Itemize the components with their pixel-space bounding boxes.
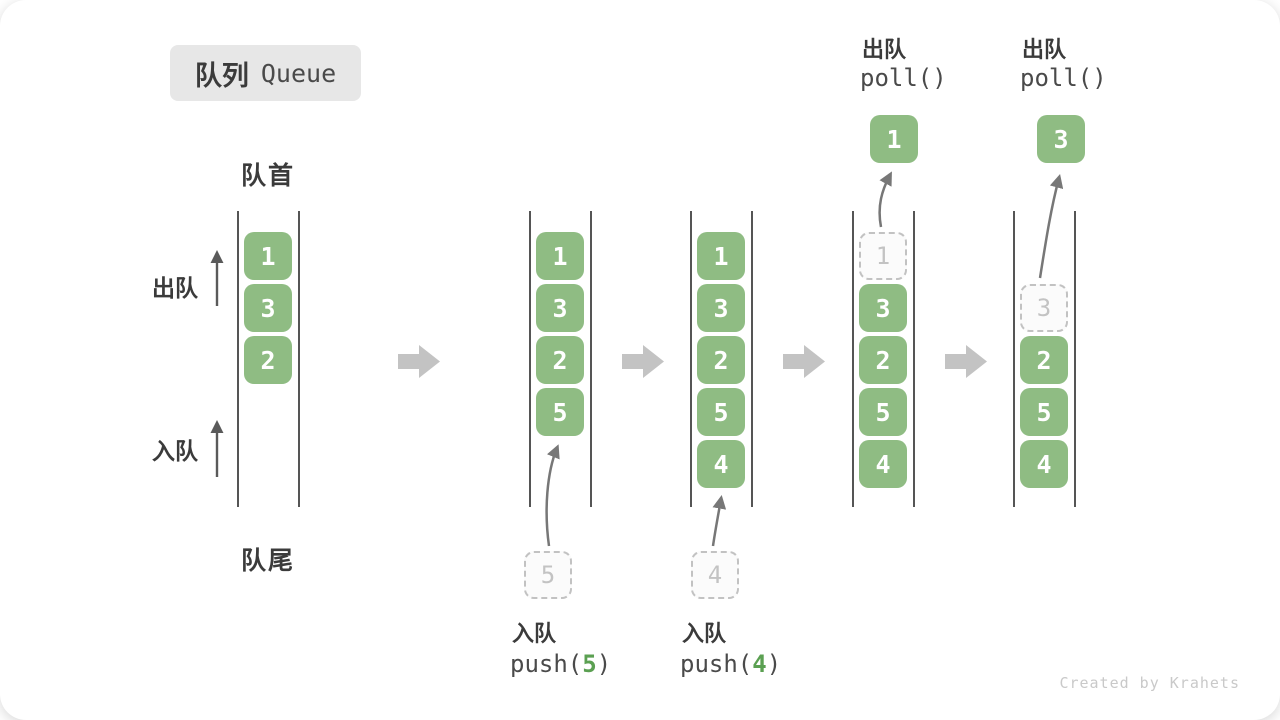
- enqueue-op-code: push(5): [510, 650, 611, 678]
- watermark-credit: Created by Krahets: [1059, 674, 1240, 692]
- removed-element-ghost: 1: [859, 232, 907, 280]
- queue-wall-line: [298, 211, 300, 507]
- dequeue-op-label: 出队: [862, 37, 907, 62]
- dequeue-arrow-icon: [1038, 174, 1064, 279]
- queue-wall-line: [1074, 211, 1076, 507]
- queue-wall-line: [590, 211, 592, 507]
- enqueue-op-label: 入队: [512, 621, 557, 646]
- code-fn: push(: [680, 650, 753, 678]
- queue-wall-line: [751, 211, 753, 507]
- queue-element: 1: [697, 232, 745, 280]
- queue-wall-line: [852, 211, 854, 507]
- enqueue-side-label: 入队: [152, 438, 198, 464]
- queue-element: 4: [859, 440, 907, 488]
- queue-wall-line: [913, 211, 915, 507]
- queue-element: 1: [244, 232, 292, 280]
- queue-wall-line: [529, 211, 531, 507]
- outgoing-element: 1: [870, 115, 918, 163]
- queue-element: 5: [859, 388, 907, 436]
- next-state-arrow-icon: [783, 345, 825, 378]
- dequeue-side-label: 出队: [152, 275, 198, 301]
- code-close: ): [596, 650, 612, 678]
- queue-wall-line: [690, 211, 692, 507]
- dequeue-op-code: poll(): [1020, 64, 1107, 92]
- queue-element: 3: [859, 284, 907, 332]
- queue-element: 5: [536, 388, 584, 436]
- incoming-element-ghost: 4: [691, 551, 739, 599]
- queue-front-label: 队首: [240, 162, 295, 190]
- queue-element: 5: [1020, 388, 1068, 436]
- incoming-element-ghost: 5: [524, 551, 572, 599]
- enqueue-arrow-icon: [545, 444, 560, 547]
- removed-element-ghost: 3: [1020, 284, 1068, 332]
- dequeue-op-label: 出队: [1022, 37, 1067, 62]
- title-badge: 队列 Queue: [170, 45, 361, 101]
- queue-element: 3: [697, 284, 745, 332]
- code-close: ): [766, 650, 782, 678]
- queue-element: 2: [697, 336, 745, 384]
- queue-element: 2: [1020, 336, 1068, 384]
- outgoing-element: 3: [1037, 115, 1085, 163]
- queue-element: 5: [697, 388, 745, 436]
- queue-element: 4: [697, 440, 745, 488]
- next-state-arrow-icon: [622, 345, 664, 378]
- queue-wall-line: [1013, 211, 1015, 507]
- queue-wall-line: [237, 211, 239, 507]
- queue-element: 3: [244, 284, 292, 332]
- dequeue-arrow-icon: [878, 171, 892, 228]
- enqueue-arrow-icon: [711, 494, 727, 547]
- title-zh: 队列: [194, 60, 249, 91]
- title-en: Queue: [260, 58, 337, 88]
- enqueue-op-label: 入队: [682, 621, 727, 646]
- queue-rear-label: 队尾: [240, 547, 295, 575]
- code-fn: push(: [510, 650, 583, 678]
- queue-element: 1: [536, 232, 584, 280]
- code-arg: 4: [752, 650, 767, 678]
- queue-element: 2: [244, 336, 292, 384]
- queue-element: 2: [536, 336, 584, 384]
- queue-element: 3: [536, 284, 584, 332]
- enqueue-op-code: push(4): [680, 650, 781, 678]
- dequeue-op-code: poll(): [860, 64, 947, 92]
- queue-element: 4: [1020, 440, 1068, 488]
- code-arg: 5: [582, 650, 597, 678]
- queue-element: 2: [859, 336, 907, 384]
- next-state-arrow-icon: [398, 345, 440, 378]
- next-state-arrow-icon: [945, 345, 987, 378]
